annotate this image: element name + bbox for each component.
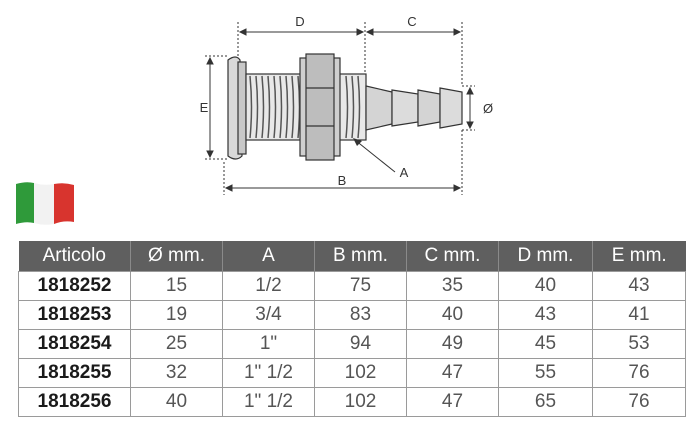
cell-c: 35 bbox=[406, 271, 499, 301]
cell-a: 1" 1/2 bbox=[222, 387, 315, 417]
col-header-b: B mm. bbox=[314, 241, 407, 272]
cell-e: 76 bbox=[592, 358, 686, 388]
cell-a: 3/4 bbox=[222, 300, 315, 330]
cell-e: 43 bbox=[592, 271, 686, 301]
cell-diameter: 40 bbox=[130, 387, 223, 417]
cell-articolo: 1818254 bbox=[18, 329, 131, 359]
cell-e: 41 bbox=[592, 300, 686, 330]
table-row: 1818252 15 1/2 75 35 40 43 bbox=[18, 271, 686, 301]
cell-e: 53 bbox=[592, 329, 686, 359]
cell-c: 47 bbox=[406, 358, 499, 388]
cell-e: 76 bbox=[592, 387, 686, 417]
specification-table: Articolo Ø mm. A B mm. C mm. D mm. E mm.… bbox=[18, 241, 686, 417]
cell-b: 83 bbox=[314, 300, 407, 330]
cell-a: 1/2 bbox=[222, 271, 315, 301]
cell-articolo: 1818256 bbox=[18, 387, 131, 417]
cell-a: 1" bbox=[222, 329, 315, 359]
col-header-diameter: Ø mm. bbox=[130, 241, 223, 272]
dim-label-e: E bbox=[200, 100, 209, 115]
cell-b: 102 bbox=[314, 358, 407, 388]
cell-b: 102 bbox=[314, 387, 407, 417]
table-header-row: Articolo Ø mm. A B mm. C mm. D mm. E mm. bbox=[18, 241, 686, 272]
cell-d: 43 bbox=[498, 300, 593, 330]
col-header-c: C mm. bbox=[406, 241, 499, 272]
cell-b: 94 bbox=[314, 329, 407, 359]
cell-d: 55 bbox=[498, 358, 593, 388]
cell-diameter: 15 bbox=[130, 271, 223, 301]
technical-drawing: D C E B A Ø bbox=[200, 14, 493, 195]
col-header-e: E mm. bbox=[592, 241, 686, 272]
col-header-a: A bbox=[222, 241, 315, 272]
cell-diameter: 19 bbox=[130, 300, 223, 330]
dim-label-b: B bbox=[338, 173, 347, 188]
cell-diameter: 32 bbox=[130, 358, 223, 388]
dim-label-diameter: Ø bbox=[483, 101, 493, 116]
cell-d: 65 bbox=[498, 387, 593, 417]
cell-d: 40 bbox=[498, 271, 593, 301]
cell-articolo: 1818255 bbox=[18, 358, 131, 388]
cell-c: 49 bbox=[406, 329, 499, 359]
table-row: 1818255 32 1" 1/2 102 47 55 76 bbox=[18, 358, 686, 388]
table-row: 1818256 40 1" 1/2 102 47 65 76 bbox=[18, 387, 686, 417]
table-row: 1818253 19 3/4 83 40 43 41 bbox=[18, 300, 686, 330]
table-row: 1818254 25 1" 94 49 45 53 bbox=[18, 329, 686, 359]
cell-b: 75 bbox=[314, 271, 407, 301]
cell-a: 1" 1/2 bbox=[222, 358, 315, 388]
cell-c: 40 bbox=[406, 300, 499, 330]
cell-articolo: 1818253 bbox=[18, 300, 131, 330]
cell-diameter: 25 bbox=[130, 329, 223, 359]
cell-d: 45 bbox=[498, 329, 593, 359]
col-header-d: D mm. bbox=[498, 241, 593, 272]
dim-label-d: D bbox=[295, 14, 304, 29]
italian-flag-icon bbox=[16, 182, 74, 225]
col-header-articolo: Articolo bbox=[18, 241, 131, 272]
dim-label-c: C bbox=[407, 14, 416, 29]
dim-label-a: A bbox=[400, 165, 409, 180]
cell-articolo: 1818252 bbox=[18, 271, 131, 301]
cell-c: 47 bbox=[406, 387, 499, 417]
